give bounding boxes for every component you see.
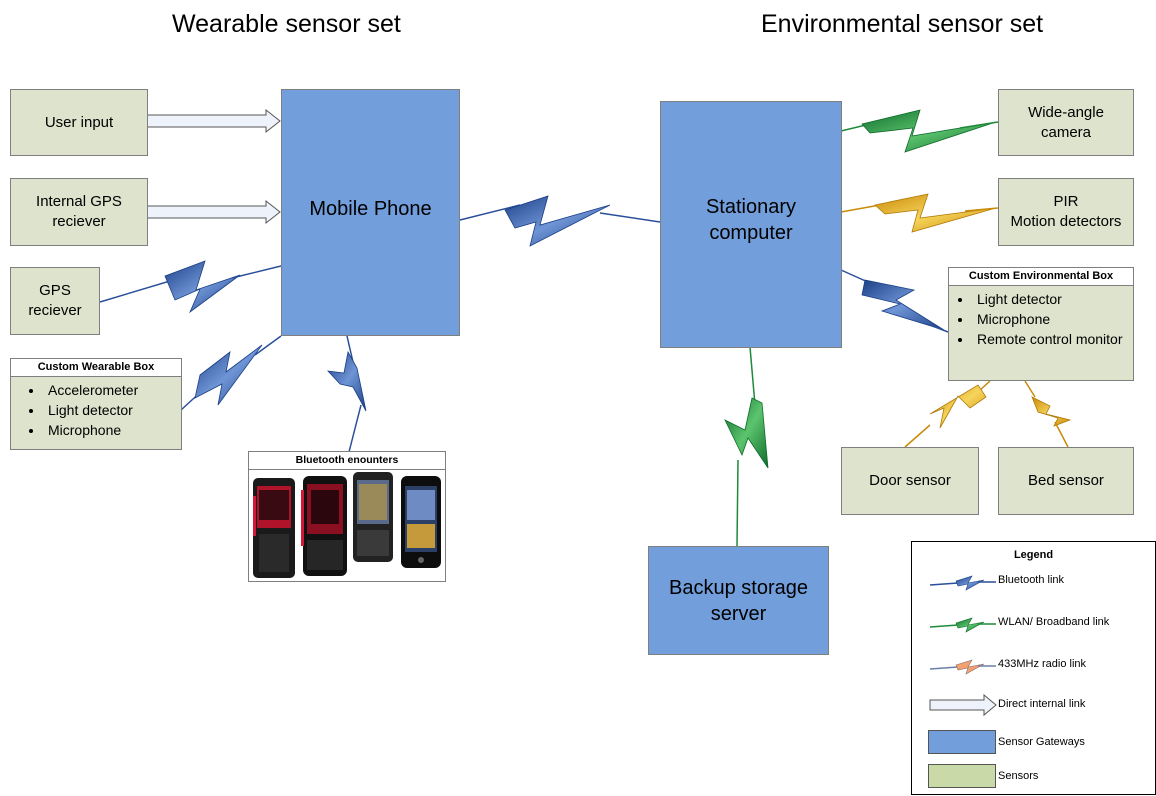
direct-link-icon — [929, 694, 997, 717]
bluetooth-link-wearable-box — [180, 335, 282, 411]
bluetooth-link-icon — [929, 575, 996, 591]
internal-gps-sensor: Internal GPS reciever — [10, 178, 148, 246]
sensor-swatch — [928, 764, 996, 788]
list-item: Microphone — [44, 420, 181, 440]
custom-environmental-box-list: Light detector Microphone Remote control… — [949, 289, 1133, 349]
legend-title: Legend — [1013, 549, 1054, 561]
legend-item-radio: 433MHz radio link — [912, 652, 1155, 678]
phone-icon — [401, 476, 441, 568]
bluetooth-link-encounters — [326, 335, 367, 453]
legend-item-sensors: Sensors — [912, 764, 1155, 790]
custom-environmental-box: Custom Environmental Box Light detector … — [948, 267, 1134, 381]
legend-label: Bluetooth link — [998, 574, 1065, 586]
phone-icon — [301, 476, 347, 576]
bluetooth-encounters-box: Bluetooth enounters — [248, 451, 446, 582]
user-input-sensor: User input — [10, 89, 148, 156]
legend-item-bluetooth: Bluetooth link — [912, 568, 1155, 594]
user-input-label: User input — [44, 113, 114, 131]
wlan-link-icon — [929, 617, 996, 633]
radio-link-bed — [1024, 380, 1072, 448]
wide-angle-camera-sensor: Wide-angle camera — [998, 89, 1134, 156]
gateway-swatch — [928, 730, 996, 754]
direct-link-user-input — [146, 108, 281, 134]
custom-wearable-box: Custom Wearable Box Accelerometer Light … — [10, 358, 182, 450]
stationary-computer-gateway: Stationary computer — [660, 101, 842, 348]
list-item: Accelerometer — [44, 380, 181, 400]
radio-link-pir — [840, 193, 999, 233]
gps-reciever-sensor: GPS reciever — [10, 267, 100, 335]
radio-link-icon — [929, 659, 996, 675]
bluetooth-link-phone-computer — [459, 195, 661, 247]
legend-label: 433MHz radio link — [998, 658, 1087, 670]
custom-wearable-box-title: Custom Wearable Box — [11, 359, 181, 377]
legend-label: Direct internal link — [998, 698, 1086, 710]
legend-item-wlan: WLAN/ Broadband link — [912, 610, 1155, 636]
bed-sensor-label: Bed sensor — [1028, 472, 1104, 489]
custom-environmental-box-title: Custom Environmental Box — [949, 268, 1133, 286]
bluetooth-encounters-title: Bluetooth enounters — [249, 452, 445, 470]
backup-storage-server: Backup storage server — [648, 546, 829, 655]
wearable-set-title: Wearable sensor set — [172, 10, 401, 38]
legend-label: Sensor Gateways — [998, 736, 1085, 748]
wide-angle-camera-label: Wide-angle camera — [1028, 103, 1104, 141]
list-item: Remote control monitor — [973, 329, 1125, 349]
legend: Legend Bluetooth link WLAN/ Broadband li… — [911, 541, 1156, 795]
wlan-link-camera — [840, 109, 999, 153]
internal-gps-label: Internal GPS reciever — [36, 193, 122, 230]
list-item: Microphone — [973, 309, 1125, 329]
mobile-phone-label: Mobile Phone — [309, 197, 432, 220]
legend-label: WLAN/ Broadband link — [998, 616, 1110, 628]
door-sensor-label: Door sensor — [869, 472, 951, 489]
stationary-computer-label: Stationary computer — [705, 196, 797, 244]
bluetooth-link-gps — [99, 260, 282, 314]
wlan-link-backup — [724, 346, 769, 547]
environmental-set-title: Environmental sensor set — [761, 10, 1044, 38]
legend-label: Sensors — [998, 770, 1039, 782]
list-item: Light detector — [44, 400, 181, 420]
custom-wearable-box-list: Accelerometer Light detector Microphone — [11, 380, 181, 440]
phones-picture — [253, 472, 441, 578]
bed-sensor: Bed sensor — [998, 447, 1134, 515]
phone-icon — [353, 472, 393, 562]
direct-link-internal-gps — [146, 199, 281, 225]
legend-item-direct: Direct internal link — [912, 692, 1155, 718]
door-sensor: Door sensor — [841, 447, 979, 515]
backup-storage-server-label: Backup storage server — [669, 576, 808, 625]
radio-link-door — [904, 380, 991, 448]
gps-reciever-label: GPS reciever — [28, 282, 82, 319]
pir-motion-sensor: PIR Motion detectors — [998, 178, 1134, 246]
pir-motion-label: PIR Motion detectors — [1010, 193, 1122, 230]
mobile-phone-gateway: Mobile Phone — [281, 89, 460, 336]
bluetooth-link-env-box — [840, 269, 949, 333]
phone-icon — [253, 478, 295, 578]
list-item: Light detector — [973, 289, 1125, 309]
legend-item-gateways: Sensor Gateways — [912, 730, 1155, 756]
